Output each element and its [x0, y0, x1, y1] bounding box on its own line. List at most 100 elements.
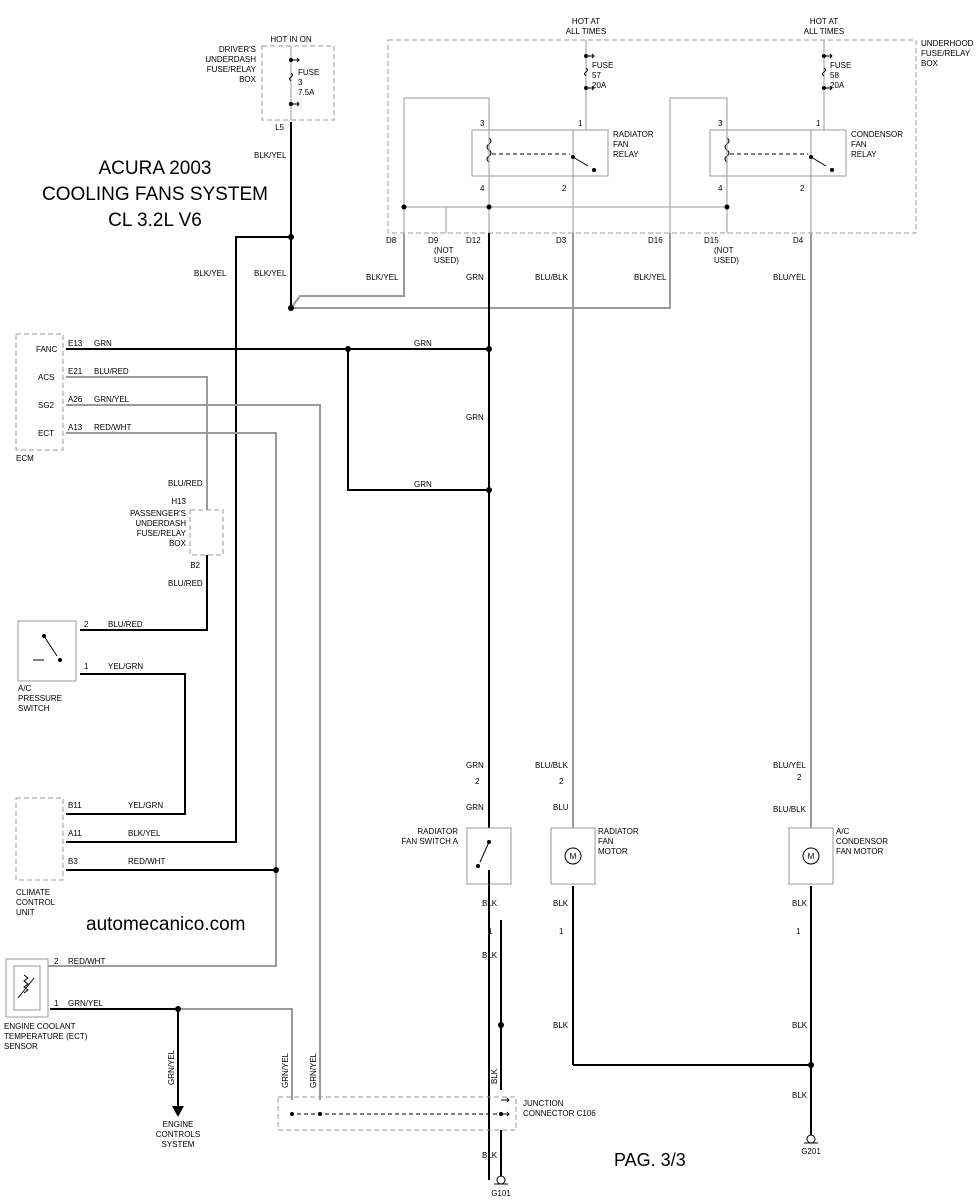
climate-pin-b11: B11 [68, 801, 82, 810]
ecm-pin-e13: E13 [68, 339, 83, 348]
g101-label: G101 [491, 1189, 511, 1198]
underhood-fuse-relay-box: UNDERHOOD FUSE/RELAY BOX HOT AT ALL TIME… [386, 17, 974, 265]
wire-label-blured-1: BLU/RED [168, 479, 203, 488]
ecm-wire-a26: GRN/YEL [94, 395, 130, 404]
page-number: PAG. 3/3 [614, 1150, 686, 1170]
ecm-label-sg2: SG2 [38, 401, 55, 410]
acsw-wire-blured: BLU/RED [108, 620, 143, 629]
ecm-wire-e21: BLU/RED [94, 367, 129, 376]
relay2-pin4: 4 [718, 184, 723, 193]
relay1-pin1: 1 [578, 119, 583, 128]
relay1-name-1: RADIATOR [613, 130, 654, 139]
wire-label-d3: BLU/BLK [535, 273, 569, 282]
wire-label-d16: BLK/YEL [634, 273, 667, 282]
pin-d8: D8 [386, 236, 397, 245]
relay2-name-2: FAN [851, 140, 867, 149]
rfm-wire-top: BLU/BLK [535, 761, 569, 770]
wire-label-d4: BLU/YEL [773, 273, 806, 282]
ect-name-3: SENSOR [4, 1042, 38, 1051]
ecm-name: ECM [16, 454, 34, 463]
rfs-pin1: 1 [488, 927, 493, 936]
g201-label: G201 [801, 1147, 821, 1156]
relay1-name-3: RELAY [613, 150, 639, 159]
relay2-name-1: CONDENSOR [851, 130, 903, 139]
cfm-wire-blk2: BLK [792, 1021, 808, 1030]
relay1-pin3: 3 [480, 119, 485, 128]
rfm-name-2: FAN [598, 837, 614, 846]
wire-label-grnyel-ec: GRN/YEL [167, 1049, 176, 1085]
junction-wire-blk: BLK [482, 1151, 498, 1160]
pin-d15: D15 [704, 236, 719, 245]
driver-hot-label: HOT IN ON [270, 35, 311, 44]
climate-name-3: UNIT [16, 908, 35, 917]
rfm-wire-blu: BLU [553, 803, 569, 812]
rfs-wire-blk3: BLK [490, 1068, 499, 1084]
drivers-underdash-box: HOT IN ON DRIVER'S UNDERDASH FUSE/RELAY … [205, 35, 335, 132]
title-line-2: COOLING FANS SYSTEM [42, 184, 268, 205]
acsw-name-1: A/C [18, 684, 32, 693]
driver-box-name-1: DRIVER'S [219, 45, 256, 54]
ecm-pin-a13: A13 [68, 423, 83, 432]
relay2-name-3: RELAY [851, 150, 877, 159]
wire-label-driver-blkyel: BLK/YEL [254, 151, 287, 160]
fuse57-2: 57 [592, 71, 601, 80]
wires: BLK/YEL BLK/YEL BLK/YEL BLK/YEL BLK/YEL … [48, 122, 814, 1180]
junction-name-1: JUNCTION [523, 1099, 564, 1108]
ect-name-1: ENGINE COOLANT [4, 1022, 76, 1031]
engine-controls-1: ENGINE [163, 1120, 194, 1129]
driver-fuse-1: FUSE [298, 68, 319, 77]
rfm-pin2: 2 [559, 777, 564, 786]
rfm-wire-blk: BLK [553, 899, 569, 908]
engine-controls-2: CONTROLS [156, 1130, 200, 1139]
fuse57-1: FUSE [592, 61, 613, 70]
passenger-name-1: PASSENGER'S [130, 509, 186, 518]
climate-pin-a11: A11 [68, 829, 82, 838]
radiator-fan-switch-a: GRN 2 GRN RADIATOR FAN SWITCH A BLK 1 BL… [402, 761, 512, 1084]
passenger-pin-h13: H13 [171, 497, 186, 506]
ecm-label-acs: ACS [38, 373, 54, 382]
fuse58-2: 58 [830, 71, 839, 80]
pin-d3: D3 [556, 236, 567, 245]
cfm-wire-blk3: BLK [792, 1091, 808, 1100]
relay2-pin1: 1 [816, 119, 821, 128]
condensor-fan-relay: 3 1 4 2 CONDENSOR FAN RELAY [709, 119, 903, 193]
rfm-wire-blk2: BLK [553, 1021, 569, 1030]
ect-wire-grnyel: GRN/YEL [68, 999, 104, 1008]
climate-control-unit: B11 A11 B3 YEL/GRN BLK/YEL RED/WHT CLIMA… [15, 797, 165, 917]
ecm-wire-a13: RED/WHT [94, 423, 131, 432]
climate-pin-b3: B3 [68, 857, 78, 866]
climate-wire-a11: BLK/YEL [128, 829, 161, 838]
relay1-pin2: 2 [562, 184, 567, 193]
ect-sensor: 2 1 RED/WHT GRN/YEL ENGINE COOLANT TEMPE… [4, 957, 105, 1051]
engine-controls-3: SYSTEM [162, 1140, 195, 1149]
rfm-pin1: 1 [559, 927, 564, 936]
cfm-wire-blublk: BLU/BLK [773, 805, 807, 814]
diagram-title: ACURA 2003 COOLING FANS SYSTEM CL 3.2L V… [42, 158, 268, 231]
acsw-name-2: PRESSURE [18, 694, 62, 703]
junction-name-2: CONNECTOR C106 [523, 1109, 596, 1118]
wire-label-grn-fanc: GRN [414, 339, 432, 348]
rfs-name-2: FAN SWITCH A [402, 837, 459, 846]
rfm-name-1: RADIATOR [598, 827, 639, 836]
cfm-wire-blk: BLK [792, 899, 808, 908]
ecm-pin-e21: E21 [68, 367, 83, 376]
d15-not-used-1: (NOT [714, 246, 734, 255]
pin-d16: D16 [648, 236, 663, 245]
engine-controls-system: ENGINE CONTROLS SYSTEM GRN/YEL GRN/YEL G… [156, 1049, 318, 1149]
wire-label-blured-2: BLU/RED [168, 579, 203, 588]
underhood-name-3: BOX [921, 59, 939, 68]
hot1-line-1: HOT AT [572, 17, 600, 26]
radiator-fan-motor: BLU/BLK 2 BLU M RADIATOR FAN MOTOR BLK 1… [535, 761, 639, 1030]
motor-icon: M [808, 852, 815, 861]
cfm-name-3: FAN MOTOR [836, 847, 884, 856]
driver-box-name-3: FUSE/RELAY [207, 65, 257, 74]
rfs-pin2: 2 [475, 777, 480, 786]
underhood-name-2: FUSE/RELAY [921, 49, 971, 58]
hot1-line-2: ALL TIMES [566, 27, 606, 36]
fuse57-3: 20A [592, 81, 607, 90]
d9-not-used-2: USED) [434, 256, 459, 265]
hot2-line-2: ALL TIMES [804, 27, 844, 36]
ect-name-2: TEMPERATURE (ECT) [4, 1032, 88, 1041]
ecm: ECM FANC ACS SG2 ECT E13 E21 A26 A13 GRN… [15, 333, 131, 463]
climate-wire-b11: YEL/GRN [128, 801, 163, 810]
